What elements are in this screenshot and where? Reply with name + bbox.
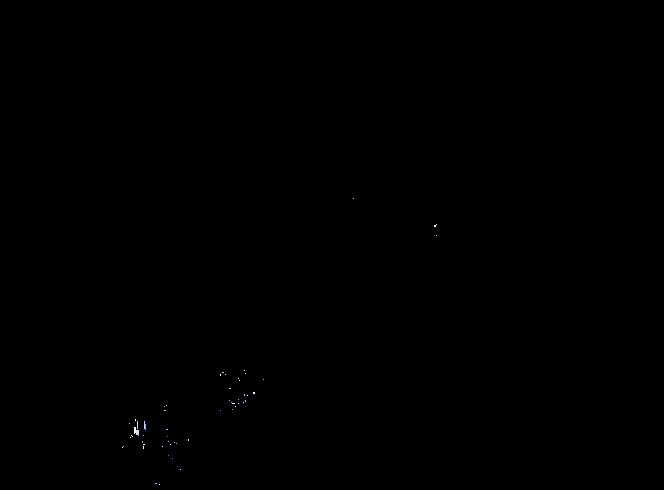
light-speck (353, 198, 354, 199)
light-speck (232, 403, 235, 404)
light-speck (131, 435, 132, 436)
light-speck (229, 400, 230, 401)
light-speck (143, 444, 145, 445)
light-speck (220, 410, 221, 411)
light-speck (229, 388, 231, 389)
light-speck (134, 427, 136, 433)
light-speck (177, 466, 178, 467)
light-speck (130, 437, 131, 438)
light-speck (238, 378, 239, 379)
light-speck (145, 424, 146, 430)
light-speck (166, 405, 167, 406)
light-speck (188, 439, 189, 441)
light-speck (239, 380, 240, 381)
light-speck (168, 455, 169, 456)
light-speck (232, 409, 233, 410)
light-speck (129, 423, 130, 424)
light-speck (167, 436, 168, 437)
light-speck (144, 421, 145, 429)
light-speck (245, 400, 246, 402)
light-speck (123, 446, 124, 447)
light-speck (132, 436, 133, 437)
light-speck (180, 469, 181, 470)
light-speck (143, 435, 144, 436)
light-speck (243, 402, 244, 403)
light-speck (122, 447, 123, 448)
light-speck (235, 406, 236, 407)
light-speck (162, 446, 163, 447)
light-speck (263, 379, 264, 380)
light-speck (231, 402, 232, 403)
light-speck (135, 419, 136, 421)
light-speck (174, 442, 175, 443)
light-speck (134, 433, 135, 434)
light-speck (166, 429, 168, 430)
light-speck (164, 410, 166, 411)
light-speck (253, 392, 255, 394)
light-speck (222, 372, 224, 373)
light-speck (159, 484, 160, 485)
light-speck (244, 394, 245, 396)
light-speck (434, 225, 436, 227)
light-speck (142, 441, 143, 443)
light-speck (238, 399, 239, 400)
light-speck (238, 403, 239, 404)
light-speck (155, 483, 157, 484)
light-speck (245, 373, 246, 374)
light-speck (436, 224, 437, 225)
light-speck (138, 434, 139, 436)
light-speck (176, 443, 177, 444)
light-speck (247, 395, 248, 396)
light-speck (244, 370, 245, 371)
light-speck (137, 421, 138, 429)
light-speck (436, 235, 437, 236)
light-speck (172, 458, 173, 459)
light-speck (168, 441, 169, 442)
light-speck (170, 444, 171, 445)
light-speck (220, 374, 221, 376)
light-speck (164, 406, 165, 407)
light-speck (143, 446, 144, 449)
light-speck (225, 374, 226, 375)
light-speck (136, 430, 139, 435)
